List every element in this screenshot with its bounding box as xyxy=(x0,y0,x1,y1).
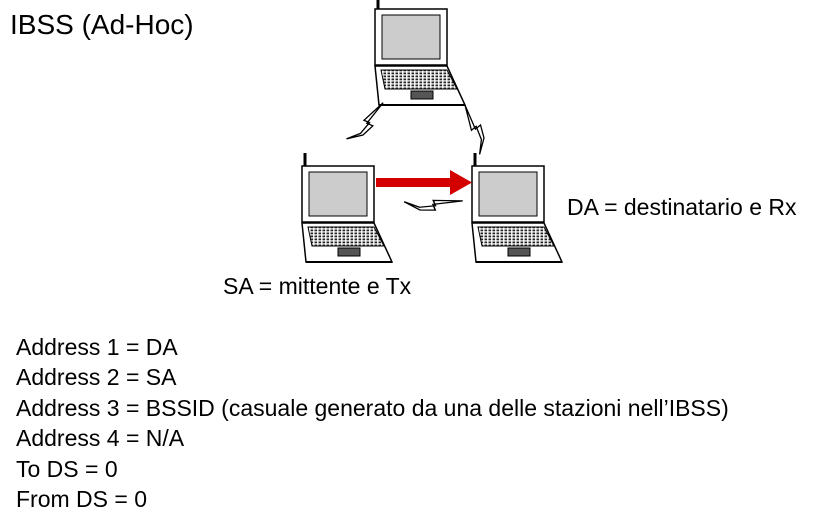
address-3-line: Address 3 = BSSID (casuale generato da u… xyxy=(16,394,729,421)
page-title: IBSS (Ad-Hoc) xyxy=(10,9,194,40)
address-2-line: Address 2 = SA xyxy=(16,364,177,391)
ibss-diagram xyxy=(300,0,564,264)
from-ds-line: From DS = 0 xyxy=(16,486,148,513)
address-fields-list: Address 1 = DA Address 2 = SA Address 3 … xyxy=(16,332,729,514)
to-ds-line: To DS = 0 xyxy=(16,455,118,482)
destination-address-label: DA = destinatario e Rx xyxy=(567,194,797,220)
destination-laptop-icon xyxy=(470,151,564,264)
wireless-link-right-icon xyxy=(453,102,494,156)
data-transfer-arrow xyxy=(376,170,472,195)
address-4-line: Address 4 = N/A xyxy=(16,425,185,452)
wireless-link-bottom-icon xyxy=(403,189,465,217)
source-laptop-icon xyxy=(300,151,394,264)
source-address-label: SA = mittente e Tx xyxy=(223,273,412,299)
address-1-line: Address 1 = DA xyxy=(16,334,178,360)
top-station-laptop-icon xyxy=(373,0,467,107)
